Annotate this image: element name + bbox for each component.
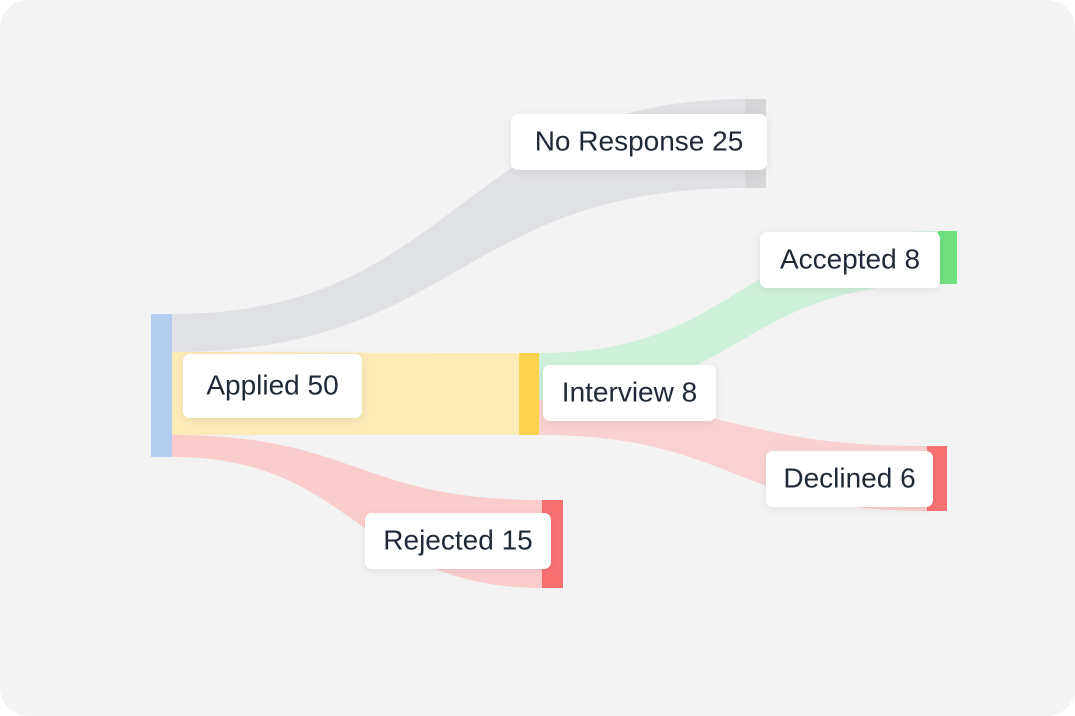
node-label-text: Rejected 15 <box>383 524 532 555</box>
node-label-interview: Interview 8 <box>543 365 716 421</box>
node-bar-interview <box>519 353 539 435</box>
label-box <box>365 513 551 569</box>
node-label-accepted: Accepted 8 <box>760 232 940 288</box>
sankey-labels: Applied 50 No Response 25 Rejected 15 Inter… <box>183 114 940 569</box>
node-bar-applied <box>151 314 172 457</box>
node-label-applied: Applied 50 <box>183 354 362 418</box>
label-box <box>183 354 362 418</box>
node-label-text: Declined 6 <box>783 462 915 493</box>
node-label-text: No Response 25 <box>535 125 744 156</box>
node-label-no_response: No Response 25 <box>511 114 767 170</box>
node-bar-accepted <box>938 231 957 284</box>
label-box <box>760 232 940 288</box>
label-box <box>766 451 933 507</box>
node-label-rejected: Rejected 15 <box>365 513 551 569</box>
node-label-text: Accepted 8 <box>780 243 920 274</box>
node-label-declined: Declined 6 <box>766 451 933 507</box>
label-box <box>511 114 767 170</box>
label-box <box>543 365 716 421</box>
node-label-text: Interview 8 <box>562 376 697 407</box>
node-label-text: Applied 50 <box>206 369 338 400</box>
